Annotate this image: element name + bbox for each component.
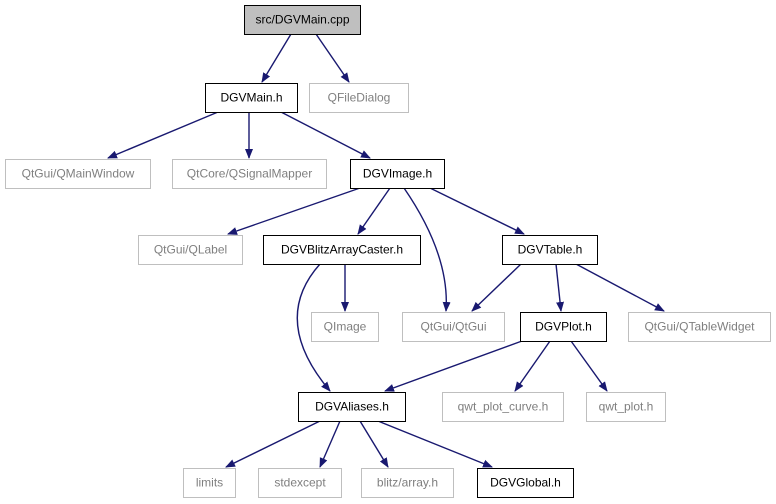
edge-dgvaliases-h-to-limits bbox=[225, 420, 321, 468]
node-box bbox=[477, 468, 574, 498]
node-label: DGVGlobal.h bbox=[490, 476, 561, 490]
node-box bbox=[311, 312, 379, 342]
node-box bbox=[402, 312, 505, 342]
node-blitz-array-h: blitz/array.h bbox=[361, 468, 454, 498]
node-box bbox=[520, 312, 607, 342]
edge-dgvaliases-h-to-dgvglobal-h bbox=[377, 420, 493, 468]
node-qlabel: QtGui/QLabel bbox=[138, 235, 243, 265]
node-box bbox=[172, 159, 327, 189]
node-label: DGVBlitzArrayCaster.h bbox=[281, 243, 403, 257]
node-dgvimage-h[interactable]: DGVImage.h bbox=[350, 159, 445, 189]
node-stdexcept: stdexcept bbox=[258, 468, 342, 498]
node-dgvmain-cpp[interactable]: src/DGVMain.cpp bbox=[244, 5, 361, 35]
edge-dgvplot-h-to-qwt-plot-h bbox=[570, 340, 608, 392]
node-box bbox=[298, 392, 406, 422]
node-label: QtGui/QtGui bbox=[420, 320, 486, 334]
node-label: stdexcept bbox=[274, 476, 326, 490]
node-box bbox=[183, 468, 236, 498]
node-label: QFileDialog bbox=[328, 91, 391, 105]
node-box bbox=[628, 312, 771, 342]
edge-dgvmain-h-to-qmainwindow bbox=[107, 111, 219, 159]
node-box bbox=[244, 5, 361, 35]
node-label: DGVPlot.h bbox=[535, 320, 592, 334]
edge-dgvmain-cpp-to-qfiledialog bbox=[315, 33, 350, 83]
node-label: QImage bbox=[324, 320, 367, 334]
edge-dgvplot-h-to-qwt-plot-curve-h bbox=[514, 340, 551, 392]
node-qwt-plot-h: qwt_plot.h bbox=[586, 392, 666, 422]
edge-dgvimage-h-to-qlabel bbox=[227, 187, 361, 235]
node-box bbox=[263, 235, 421, 265]
node-label: DGVMain.h bbox=[220, 91, 282, 105]
node-qimage: QImage bbox=[311, 312, 379, 342]
node-label: DGVImage.h bbox=[363, 167, 432, 181]
node-qsignalmapper: QtCore/QSignalMapper bbox=[172, 159, 327, 189]
edge-dgvimage-h-to-qtgui bbox=[403, 187, 451, 312]
edge-dgvplot-h-to-dgvaliases-h bbox=[384, 340, 523, 392]
node-label: src/DGVMain.cpp bbox=[255, 13, 349, 27]
node-box bbox=[350, 159, 445, 189]
edge-dgvmain-h-to-dgvimage-h bbox=[280, 111, 371, 159]
node-box bbox=[138, 235, 243, 265]
node-label: QtGui/QTableWidget bbox=[644, 320, 755, 334]
node-label: DGVTable.h bbox=[518, 243, 583, 257]
node-box bbox=[502, 235, 598, 265]
node-box bbox=[361, 468, 454, 498]
node-label: QtGui/QLabel bbox=[154, 243, 227, 257]
node-label: qwt_plot.h bbox=[599, 400, 654, 414]
node-dgvplot-h[interactable]: DGVPlot.h bbox=[520, 312, 607, 342]
edge-dgvtable-h-to-dgvplot-h bbox=[555, 263, 565, 312]
edge-dgvtable-h-to-qtablewidget bbox=[575, 263, 665, 312]
edge-dgvtable-h-to-qtgui bbox=[471, 263, 522, 312]
node-dgvmain-h[interactable]: DGVMain.h bbox=[205, 83, 298, 113]
node-dgvtable-h[interactable]: DGVTable.h bbox=[502, 235, 598, 265]
node-box bbox=[442, 392, 564, 422]
node-qmainwindow: QtGui/QMainWindow bbox=[5, 159, 151, 189]
node-qfiledialog: QFileDialog bbox=[309, 83, 409, 113]
node-dgvaliases-h[interactable]: DGVAliases.h bbox=[298, 392, 406, 422]
edges-layer bbox=[107, 33, 665, 468]
node-box bbox=[5, 159, 151, 189]
edge-dgvblitzarraycaster-h-to-dgvaliases-h bbox=[296, 263, 331, 392]
node-qtgui: QtGui/QtGui bbox=[402, 312, 505, 342]
node-dgvblitzarraycaster-h[interactable]: DGVBlitzArrayCaster.h bbox=[263, 235, 421, 265]
node-label: qwt_plot_curve.h bbox=[458, 400, 549, 414]
edge-dgvaliases-h-to-blitz-array-h bbox=[359, 420, 389, 468]
node-box bbox=[586, 392, 666, 422]
edge-dgvimage-h-to-dgvtable-h bbox=[429, 187, 525, 235]
node-box bbox=[258, 468, 342, 498]
node-qtablewidget: QtGui/QTableWidget bbox=[628, 312, 771, 342]
edge-dgvaliases-h-to-stdexcept bbox=[319, 420, 341, 468]
edge-dgvmain-cpp-to-dgvmain-h bbox=[261, 33, 292, 83]
node-label: blitz/array.h bbox=[377, 476, 438, 490]
node-box bbox=[205, 83, 298, 113]
edge-dgvimage-h-to-dgvblitzarraycaster-h bbox=[357, 187, 391, 235]
node-label: DGVAliases.h bbox=[315, 400, 389, 414]
node-label: QtCore/QSignalMapper bbox=[187, 167, 312, 181]
node-dgvglobal-h[interactable]: DGVGlobal.h bbox=[477, 468, 574, 498]
node-limits: limits bbox=[183, 468, 236, 498]
node-qwt-plot-curve-h: qwt_plot_curve.h bbox=[442, 392, 564, 422]
node-label: QtGui/QMainWindow bbox=[22, 167, 135, 181]
node-label: limits bbox=[196, 476, 223, 490]
node-box bbox=[309, 83, 409, 113]
